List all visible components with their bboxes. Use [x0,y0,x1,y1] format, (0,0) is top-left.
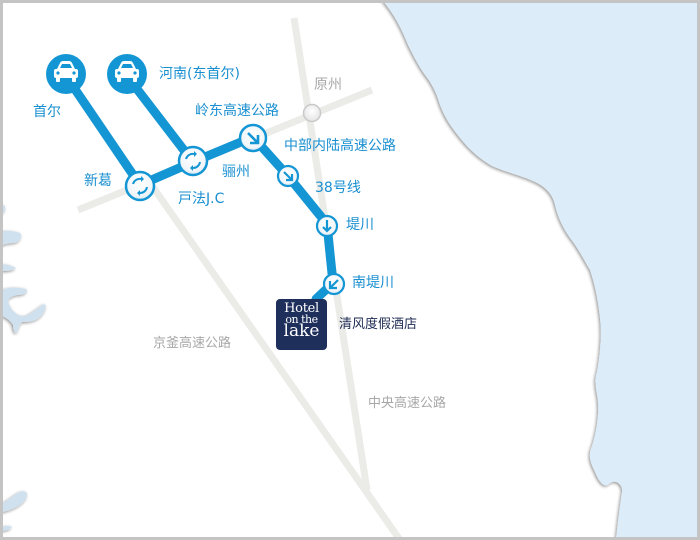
label-hotel-name: 清风度假酒店 [339,317,418,332]
logo-line-1: Hotel [284,301,319,316]
interchange-cycle-icon [132,176,148,196]
arrow-down-left-icon [328,279,339,290]
west-water-inlets [0,204,46,531]
hotel-on-the-lake-logo[interactable]: Hotel on the lake [276,299,327,350]
route-from-seoul [61,71,145,190]
label-namjecheon: 南堤川 [352,275,394,291]
label-yeongdong-expressway: 岭东高速公路 [195,103,279,119]
label-jecheon: 堤川 [346,217,374,233]
car-icon [54,61,78,82]
node-jungbu[interactable] [276,164,300,188]
origin-seoul-marker[interactable] [46,54,86,94]
arrow-down-right-icon [247,132,260,145]
label-singal: 新葛 [84,173,112,189]
label-jungang-expressway: 中央高速公路 [368,396,447,411]
road-gyeongbu-expressway [145,177,403,540]
node-hobeop[interactable] [177,145,209,177]
label-hobeop: 戸法J.C [178,191,225,207]
arrow-down-right-icon [283,171,294,182]
route-main [135,132,338,304]
origin-hanam-marker[interactable] [107,54,147,94]
car-icon [115,61,139,82]
node-yeongdong[interactable] [238,123,268,153]
label-jungbu-inland-expressway: 中部内陆高速公路 [284,138,396,154]
node-singal[interactable] [124,170,156,202]
logo-line-2: on the [285,313,318,326]
node-namjecheon[interactable] [322,272,346,296]
wonju-node [302,103,322,123]
label-gyeongbu-expressway: 京釜高速公路 [153,336,232,351]
logo-line-3: lake [283,321,320,341]
sea-water [382,0,700,540]
arrow-down-icon [322,220,332,233]
label-hanam: 河南(东首尔) [159,66,240,82]
interchange-cycle-icon [185,151,201,171]
node-jecheon[interactable] [315,214,339,238]
label-route-38: 38号线 [315,180,361,196]
label-seoul: 首尔 [33,104,61,120]
label-wonju: 原州 [314,77,342,93]
label-yeoju: 骊州 [222,164,250,180]
